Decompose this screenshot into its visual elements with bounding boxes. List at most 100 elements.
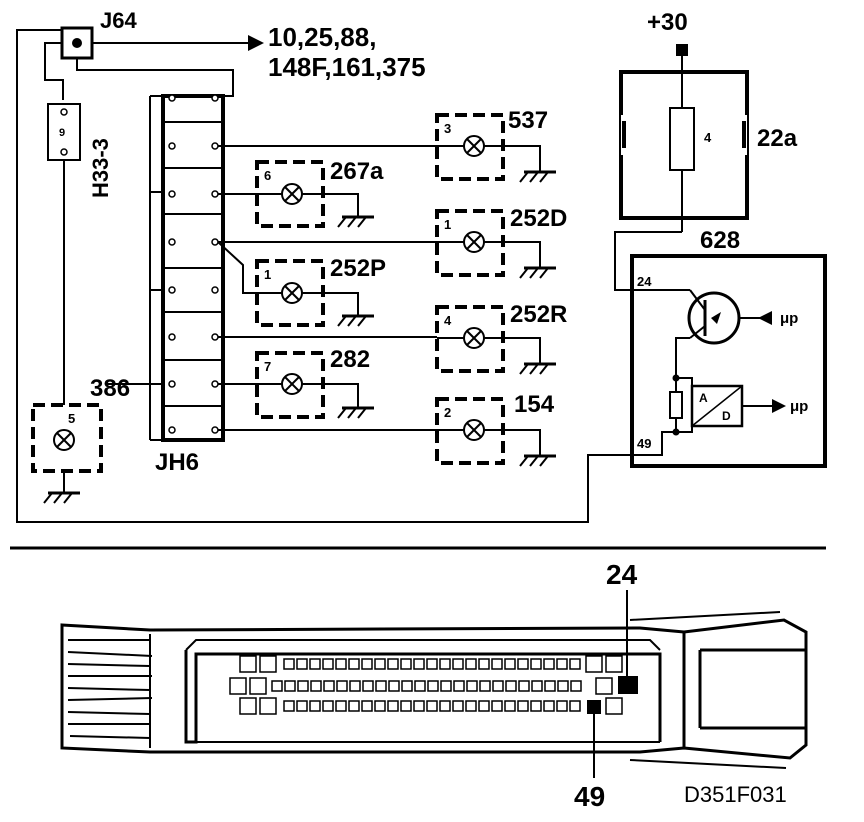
connector-pin-24-label: 24 xyxy=(606,559,638,590)
pin xyxy=(297,680,309,692)
fuse-box-label: 22a xyxy=(757,125,798,152)
connector-pin-rows xyxy=(229,655,623,715)
pin xyxy=(453,680,465,692)
pin xyxy=(504,658,516,670)
connector-refs-line2: 148F,161,375 xyxy=(268,52,426,82)
lamp-282-label: 282 xyxy=(330,346,370,373)
pin xyxy=(348,658,360,670)
pin-large xyxy=(605,697,623,715)
pin xyxy=(518,680,530,692)
pin xyxy=(400,700,412,712)
pin xyxy=(349,680,361,692)
lamp-252p-label: 252P xyxy=(330,255,386,282)
pin xyxy=(336,680,348,692)
pin xyxy=(387,658,399,670)
lamp-537 xyxy=(435,113,556,183)
pin xyxy=(491,658,503,670)
lamp-282-pin: 7 xyxy=(264,359,271,374)
pin-large xyxy=(239,697,257,715)
pin xyxy=(543,658,555,670)
pin xyxy=(348,700,360,712)
pin xyxy=(478,700,490,712)
h33-label: H33-3 xyxy=(88,138,113,198)
lamp-252p xyxy=(255,259,374,327)
lamp-252r-pin: 4 xyxy=(444,313,452,328)
pin xyxy=(283,658,295,670)
pin xyxy=(414,680,426,692)
pin xyxy=(543,700,555,712)
pin xyxy=(374,700,386,712)
ecu-output-2-label: μp xyxy=(790,398,808,415)
pin-large xyxy=(595,677,613,695)
pin xyxy=(309,658,321,670)
pin xyxy=(400,658,412,670)
pin-large xyxy=(249,677,267,695)
pin xyxy=(570,680,582,692)
ecu-pin-24-label: 24 xyxy=(637,274,652,289)
ad-converter-d: D xyxy=(722,409,731,423)
pin-large xyxy=(239,655,257,673)
lamp-wires xyxy=(217,145,437,431)
pin xyxy=(517,658,529,670)
lamp-154-pin: 2 xyxy=(444,405,451,420)
pin xyxy=(465,658,477,670)
pin xyxy=(427,680,439,692)
pin xyxy=(544,680,556,692)
pin xyxy=(362,680,374,692)
pin xyxy=(556,700,568,712)
pin xyxy=(322,658,334,670)
ad-converter-a: A xyxy=(699,391,708,405)
lamp-386 xyxy=(31,403,103,504)
supply-fuse-22a xyxy=(614,44,749,291)
outer-loop-wire xyxy=(16,29,636,523)
lamp-252d xyxy=(435,209,556,279)
ecu-output-1-label: μp xyxy=(780,310,798,327)
pin xyxy=(439,658,451,670)
pin xyxy=(361,658,373,670)
pin xyxy=(531,680,543,692)
pin xyxy=(466,680,478,692)
pin xyxy=(323,680,335,692)
pin xyxy=(388,680,400,692)
lamp-386-label: 386 xyxy=(90,375,130,402)
lamp-252r-label: 252R xyxy=(510,301,567,328)
pin-large xyxy=(229,677,247,695)
pin xyxy=(465,700,477,712)
lamp-154 xyxy=(435,397,556,467)
pin xyxy=(335,658,347,670)
supply-label: +30 xyxy=(647,9,688,36)
pin-large xyxy=(259,655,277,673)
pin xyxy=(439,700,451,712)
pin xyxy=(478,658,490,670)
pin xyxy=(479,680,491,692)
pin xyxy=(452,700,464,712)
connector-pin-49-label: 49 xyxy=(574,781,605,812)
pin xyxy=(401,680,413,692)
pin xyxy=(557,680,569,692)
lamp-252d-label: 252D xyxy=(510,205,567,232)
ecu-pin-49-label: 49 xyxy=(637,436,651,451)
pin xyxy=(283,700,295,712)
pin xyxy=(284,680,296,692)
pin-large xyxy=(585,655,603,673)
pin xyxy=(310,680,322,692)
lamp-252r xyxy=(435,305,556,375)
pin xyxy=(556,658,568,670)
lamp-267a-pin: 6 xyxy=(264,168,271,183)
connector-refs-line1: 10,25,88, xyxy=(268,22,376,52)
pin xyxy=(517,700,529,712)
lamp-154-label: 154 xyxy=(514,391,555,418)
pin-markers xyxy=(587,590,638,778)
pin xyxy=(492,680,504,692)
pin xyxy=(271,680,283,692)
lamp-252d-pin: 1 xyxy=(444,217,451,232)
pin xyxy=(309,700,321,712)
lamp-537-pin: 3 xyxy=(444,121,451,136)
pin xyxy=(413,700,425,712)
pin xyxy=(452,658,464,670)
pin xyxy=(440,680,452,692)
lamp-282 xyxy=(255,351,374,419)
lamp-386-pin: 5 xyxy=(68,411,75,426)
pin xyxy=(505,680,517,692)
